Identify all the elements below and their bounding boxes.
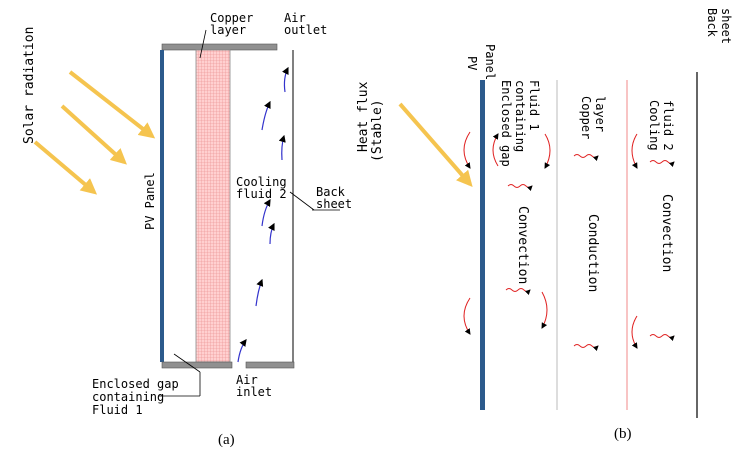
loop-arrow xyxy=(631,315,638,349)
flow-arrow xyxy=(261,100,271,131)
wave-arrow xyxy=(649,160,675,168)
flow-arrow xyxy=(278,134,286,161)
loop-arrow xyxy=(541,291,548,329)
copper-label-a-1: Copper xyxy=(210,11,254,25)
gap-label-2: containing xyxy=(92,390,165,404)
copper-label-b-1: Copper xyxy=(579,96,593,140)
wave-arrow xyxy=(649,334,675,342)
flow-arrow xyxy=(261,198,271,227)
top-wall xyxy=(161,43,278,51)
convection-label-1: Convection xyxy=(515,206,530,285)
cooling-label-b-2: fluid 2 xyxy=(661,100,675,151)
gap-label-b-3: Fluid 1 xyxy=(527,80,541,131)
caption-b: (b) xyxy=(614,426,632,442)
air-outlet-label-1: Air xyxy=(284,11,306,25)
solar-ray-3 xyxy=(33,140,98,195)
cooling-fluid-label-1: Cooling xyxy=(236,175,287,189)
wave-arrow xyxy=(573,154,599,162)
back-label-b-1: Back xyxy=(705,8,719,37)
air-outlet-label-2: outlet xyxy=(284,23,328,37)
bottom-wall-left xyxy=(161,361,233,369)
convection-label-2: Convection xyxy=(659,194,674,273)
flow-arrow xyxy=(282,66,289,93)
heat-flux-label-1: Heat flux xyxy=(356,81,371,152)
flow-arrow xyxy=(255,278,264,307)
panel-label-b: Panel xyxy=(483,44,497,81)
solar-radiation-label: Solar radiation xyxy=(22,26,37,144)
air-inlet-label-2: inlet xyxy=(236,385,273,399)
copper-label-b-2: layer xyxy=(593,96,607,133)
loop-arrow xyxy=(631,133,638,169)
heat-flux-arrow xyxy=(398,102,473,188)
conduction-label: Conduction xyxy=(585,214,600,293)
loop-arrow xyxy=(463,131,471,169)
back-label-b-2: sheet xyxy=(719,8,733,45)
pv-panel-b xyxy=(480,80,485,410)
gap-label-1: Enclosed gap xyxy=(92,377,179,391)
back-sheet-label-2: sheet xyxy=(316,197,353,211)
solar-ray-1 xyxy=(68,70,156,139)
loop-arrow xyxy=(544,133,551,169)
pv-label-b: PV xyxy=(465,56,479,71)
flow-arrow xyxy=(268,222,275,245)
cooling-fluid-label-2: fluid 2 xyxy=(236,187,287,201)
loop-arrow xyxy=(463,297,471,335)
flow-arrow xyxy=(237,339,247,363)
gap-label-b-1: Enclosed gap xyxy=(499,80,513,167)
back-sheet-label-1: Back xyxy=(316,185,345,199)
cooling-label-b-1: Cooling xyxy=(647,100,661,151)
wave-arrow xyxy=(505,288,531,296)
loop-arrow xyxy=(492,133,499,167)
solar-ray-2 xyxy=(60,104,127,165)
heat-flux-label-2: (Stable) xyxy=(370,99,385,162)
gap-label-3: Fluid 1 xyxy=(92,403,143,417)
copper-label-a-2: layer xyxy=(210,23,247,37)
bottom-wall-right xyxy=(245,361,295,369)
leader-lines xyxy=(158,29,340,397)
solar-arrows xyxy=(33,70,156,195)
air-inlet-label-1: Air xyxy=(236,373,258,387)
air-flow-arrows xyxy=(237,66,289,363)
wave-arrow xyxy=(573,344,599,352)
pv-panel-label-a: PV Panel xyxy=(143,172,157,230)
pv-panel-a xyxy=(160,50,164,362)
convection-loops xyxy=(463,131,638,349)
wave-arrow xyxy=(507,184,533,192)
caption-a: (a) xyxy=(218,432,235,448)
copper-layer-a xyxy=(195,49,231,363)
gap-label-b-2: containing xyxy=(513,80,527,153)
heat-waves xyxy=(505,154,675,352)
